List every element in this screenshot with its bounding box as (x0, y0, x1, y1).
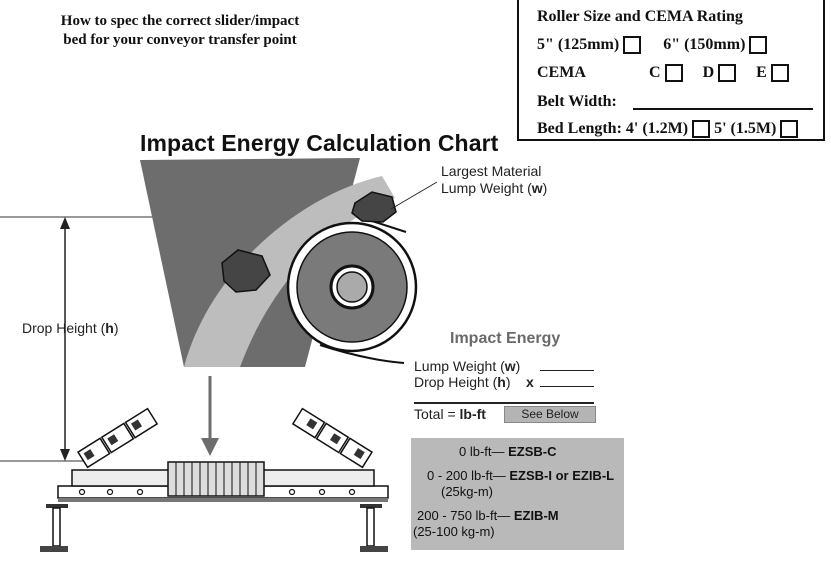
right-foot (360, 546, 388, 552)
size-6-label: 6" (150mm) (663, 36, 746, 53)
size-6-checkbox[interactable] (749, 36, 768, 55)
left-support-leg (52, 507, 61, 547)
recommendation-panel: 0 lb-ft— EZSB-C 0 - 200 lb-ft— EZSB-I or… (411, 438, 624, 550)
drop-label-suffix: ) (113, 320, 119, 336)
spec-form-title: Roller Size and CEMA Rating (537, 8, 743, 25)
spec-form: Roller Size and CEMA Rating 5" (125mm) 6… (517, 0, 825, 141)
cema-row: CEMA C D E (537, 64, 789, 83)
left-foot-top (46, 504, 68, 508)
drop-height-field[interactable] (540, 386, 594, 387)
total-label: Total = (414, 406, 460, 422)
right-wing-idlers (291, 407, 374, 469)
rec-2-model: EZSB-I or EZIB-L (509, 468, 615, 483)
bed-4-checkbox[interactable] (692, 120, 711, 139)
lump-label-line-2: Lump Weight (w) (441, 180, 547, 197)
size-5-checkbox[interactable] (623, 36, 642, 55)
pulley-hub (336, 271, 368, 303)
cema-e-label: E (756, 64, 767, 81)
largest-lump (351, 191, 397, 223)
falling-lump (221, 249, 271, 293)
rec-1-model: EZSB-C (508, 444, 557, 459)
multiply-sign: x (526, 374, 534, 390)
impact-arrow-head (201, 438, 219, 456)
lump-weight-row: Lump Weight (w) (414, 358, 520, 374)
lump-label-prefix: Lump Weight ( (441, 180, 532, 196)
calc-drop-suffix: ) (505, 374, 511, 390)
lump-leader-line (390, 181, 438, 210)
belt-width-field[interactable] (633, 108, 813, 110)
bed-5-label: 5' (1.5M) (714, 120, 777, 137)
bed-5-checkbox[interactable] (780, 120, 799, 139)
calc-drop-prefix: Drop Height ( (414, 374, 498, 390)
rec-row-2: 0 - 200 lb-ft— EZSB-I or EZIB-L (427, 468, 614, 484)
frame-bolts (78, 488, 356, 496)
cema-d-checkbox[interactable] (718, 64, 737, 83)
calc-lump-suffix: ) (515, 358, 521, 374)
left-wing-idlers (76, 407, 159, 469)
right-support-leg (366, 507, 375, 547)
rec-2-range: 0 - 200 lb-ft— (427, 468, 510, 483)
lump-weight-field[interactable] (540, 370, 594, 371)
cema-c-checkbox[interactable] (664, 64, 683, 83)
rec-row-1: 0 lb-ft— EZSB-C (459, 444, 557, 460)
drop-label-prefix: Drop Height ( (22, 320, 106, 336)
cema-c-label: C (649, 64, 661, 81)
see-below-badge: See Below (504, 406, 596, 423)
drop-label-var: h (105, 320, 114, 336)
cema-label: CEMA (537, 64, 585, 81)
rec-3-metric: (25-100 kg-m) (413, 524, 495, 539)
left-foot (40, 546, 68, 552)
calc-lump-prefix: Lump Weight ( (414, 358, 505, 374)
rec-3-model: EZIB-M (513, 508, 559, 523)
chart-title: Impact Energy Calculation Chart (140, 130, 499, 156)
belt-width-label: Belt Width: (537, 93, 617, 110)
right-foot-top (360, 504, 382, 508)
intro-line-1: How to spec the correct slider/impact (60, 13, 300, 29)
drop-height-arrow-down (60, 449, 70, 461)
drop-height-row: Drop Height (h) (414, 374, 511, 390)
lump-weight-label: Largest Material Lump Weight (w) (441, 163, 547, 197)
cushion-ribs (175, 462, 257, 496)
cema-d-label: D (702, 64, 715, 81)
bed-length-row: Bed Length: 4' (1.2M) 5' (1.5M) (537, 120, 799, 139)
lump-label-var: w (531, 180, 543, 196)
size-5-label: 5" (125mm) (537, 36, 620, 53)
belt-top (371, 220, 407, 233)
calc-lump-var: w (504, 358, 516, 374)
base-flange (58, 498, 388, 502)
drop-height-label: Drop Height (h) (22, 320, 119, 336)
rec-row-3: 200 - 750 lb-ft— EZIB-M (417, 508, 559, 524)
impact-energy-title: Impact Energy (450, 330, 561, 347)
roller-size-row: 5" (125mm) 6" (150mm) (537, 36, 768, 55)
bed-length-label: Bed Length: (537, 120, 622, 137)
rec-3-range: 200 - 750 lb-ft— (417, 508, 514, 523)
total-rule (414, 402, 594, 404)
total-row: Total = lb-ft (414, 406, 486, 422)
total-unit: lb-ft (459, 406, 486, 422)
intro-text: How to spec the correct slider/impact be… (20, 12, 340, 50)
cema-e-checkbox[interactable] (770, 64, 789, 83)
lump-label-line-1: Largest Material (441, 163, 542, 179)
calc-drop-var: h (497, 374, 506, 390)
rec-1-range: 0 lb-ft— (459, 444, 509, 459)
bed-4-label: 4' (1.2M) (625, 120, 689, 137)
intro-line-2: bed for your conveyor transfer point (63, 32, 297, 48)
drop-height-arrow-up (60, 217, 70, 229)
rec-2-metric: (25kg-m) (441, 484, 494, 499)
impact-bed-assembly (40, 407, 389, 552)
lump-label-suffix: ) (542, 180, 548, 196)
